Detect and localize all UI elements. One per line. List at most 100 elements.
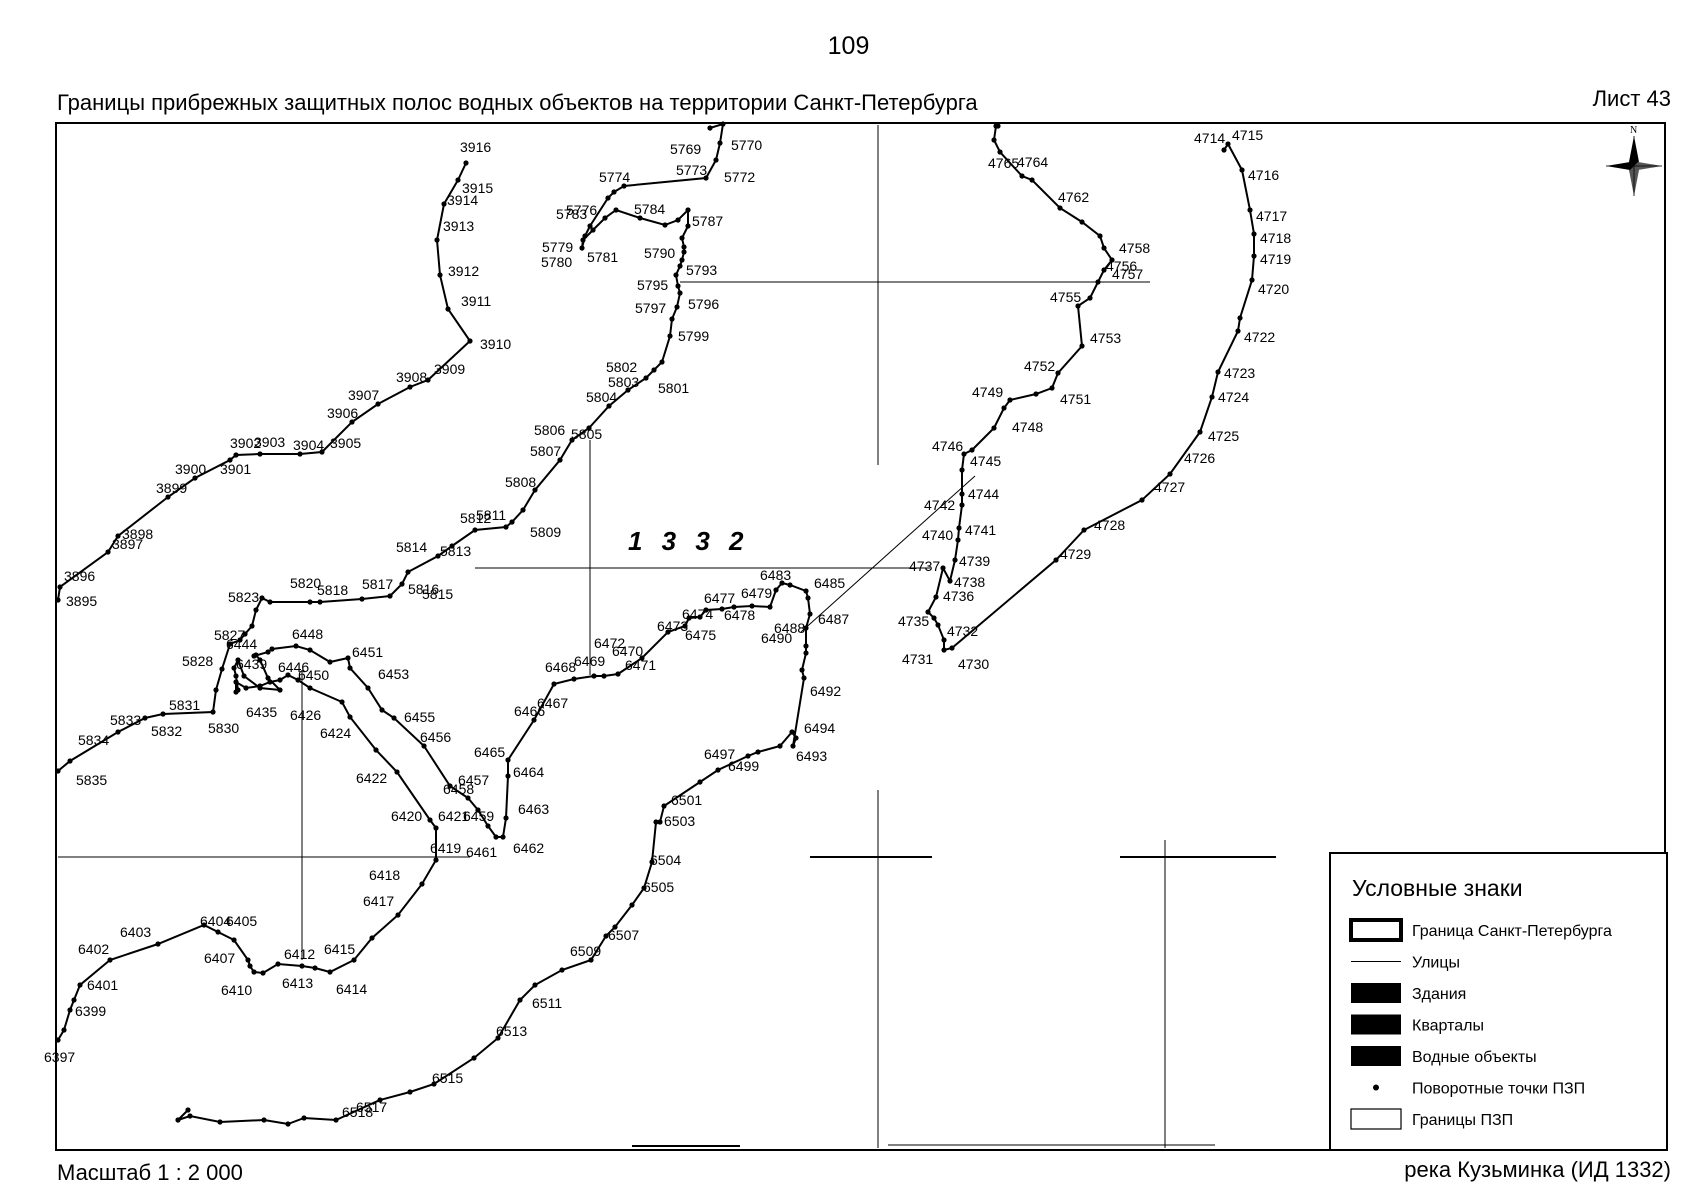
turning-point [803, 643, 809, 649]
point-label: 4757 [1112, 266, 1143, 282]
turning-point [801, 675, 807, 681]
turning-point [394, 769, 400, 775]
point-label: 5781 [587, 249, 618, 265]
point-label: 4735 [898, 613, 929, 629]
legend-symbol [1349, 918, 1403, 942]
map-frame [55, 122, 1666, 1151]
turning-point [1081, 527, 1087, 533]
point-label: 5808 [505, 474, 536, 490]
turning-point [77, 982, 83, 988]
turning-point [1239, 167, 1245, 173]
point-label: 4752 [1024, 358, 1055, 374]
point-label: 4764 [1017, 154, 1048, 170]
turning-point [449, 543, 455, 549]
point-label: 4736 [943, 588, 974, 604]
point-label: 4739 [959, 553, 990, 569]
page-number: 109 [827, 32, 870, 60]
turning-point [997, 149, 1003, 155]
point-label: 6404 [200, 913, 231, 929]
turning-point [71, 997, 77, 1003]
turning-point [463, 160, 469, 166]
turning-point [377, 1097, 383, 1103]
street-lines [58, 125, 1215, 1148]
turning-point [582, 233, 588, 239]
point-label: 3914 [447, 192, 478, 208]
point-label: 6424 [320, 725, 351, 741]
turning-point [447, 783, 453, 789]
point-label: 6474 [682, 606, 713, 622]
point-label: 4751 [1060, 391, 1091, 407]
turning-point [720, 121, 726, 127]
point-label: 5803 [608, 374, 639, 390]
point-label: 3902 [230, 435, 261, 451]
point-label: 3896 [64, 568, 95, 584]
turning-point [1221, 147, 1227, 153]
point-label: 6464 [513, 764, 544, 780]
turning-point [681, 244, 687, 250]
turning-point [269, 646, 275, 652]
point-label: 3897 [112, 536, 143, 552]
point-label: 6422 [356, 770, 387, 786]
point-label: 6507 [608, 927, 639, 943]
point-label: 6501 [671, 792, 702, 808]
turning-point [295, 677, 301, 683]
point-label: 6410 [221, 982, 252, 998]
turning-point [471, 1055, 477, 1061]
point-label: 5796 [688, 296, 719, 312]
turning-point [1055, 370, 1061, 376]
point-label: 6471 [625, 657, 656, 673]
point-label: 6511 [532, 995, 562, 1011]
point-label: 5811 [476, 507, 506, 523]
turning-point [713, 157, 719, 163]
turning-point [241, 673, 247, 679]
turning-point [467, 338, 473, 344]
point-label: 4724 [1218, 389, 1249, 405]
point-label: 3915 [462, 180, 493, 196]
point-label: 5793 [686, 262, 717, 278]
turning-point [285, 672, 291, 678]
turning-point [602, 215, 608, 221]
point-label: 4741 [965, 522, 996, 538]
turning-point [673, 272, 679, 278]
turning-point [379, 707, 385, 713]
turning-point [661, 803, 667, 809]
turning-point [682, 623, 688, 629]
turning-point [235, 657, 241, 663]
turning-point [1209, 394, 1215, 400]
turning-point [1139, 497, 1145, 503]
turning-point [665, 629, 671, 635]
legend-symbol [1351, 1046, 1401, 1066]
point-label: 4740 [922, 527, 953, 543]
turning-point [115, 533, 121, 539]
turning-point [441, 201, 447, 207]
turning-point [505, 757, 511, 763]
turning-point [210, 709, 216, 715]
point-label: 6450 [298, 667, 329, 683]
point-label: 4714 [1194, 130, 1225, 146]
turning-point [61, 1027, 67, 1033]
turning-point [55, 597, 61, 603]
boundary-line-3900 [57, 162, 472, 601]
turning-point [472, 527, 478, 533]
turning-point [637, 215, 643, 221]
turning-point [249, 623, 255, 629]
point-label: 5784 [634, 201, 665, 217]
turning-point [1087, 295, 1093, 301]
turning-point [391, 715, 397, 721]
turning-point [235, 687, 241, 693]
turning-point [767, 604, 773, 610]
point-label: 6435 [246, 704, 277, 720]
point-label: 3899 [156, 480, 187, 496]
point-label: 3903 [254, 434, 285, 450]
turning-point [1057, 205, 1063, 211]
turning-point [245, 957, 251, 963]
point-label: 3909 [434, 361, 465, 377]
map-title: Границы прибрежных защитных полос водных… [57, 90, 978, 115]
turning-point [437, 272, 443, 278]
turning-point [327, 659, 333, 665]
point-label: 6470 [612, 643, 643, 659]
turning-point [707, 125, 713, 131]
turning-point [956, 525, 962, 531]
turning-point [359, 596, 365, 602]
